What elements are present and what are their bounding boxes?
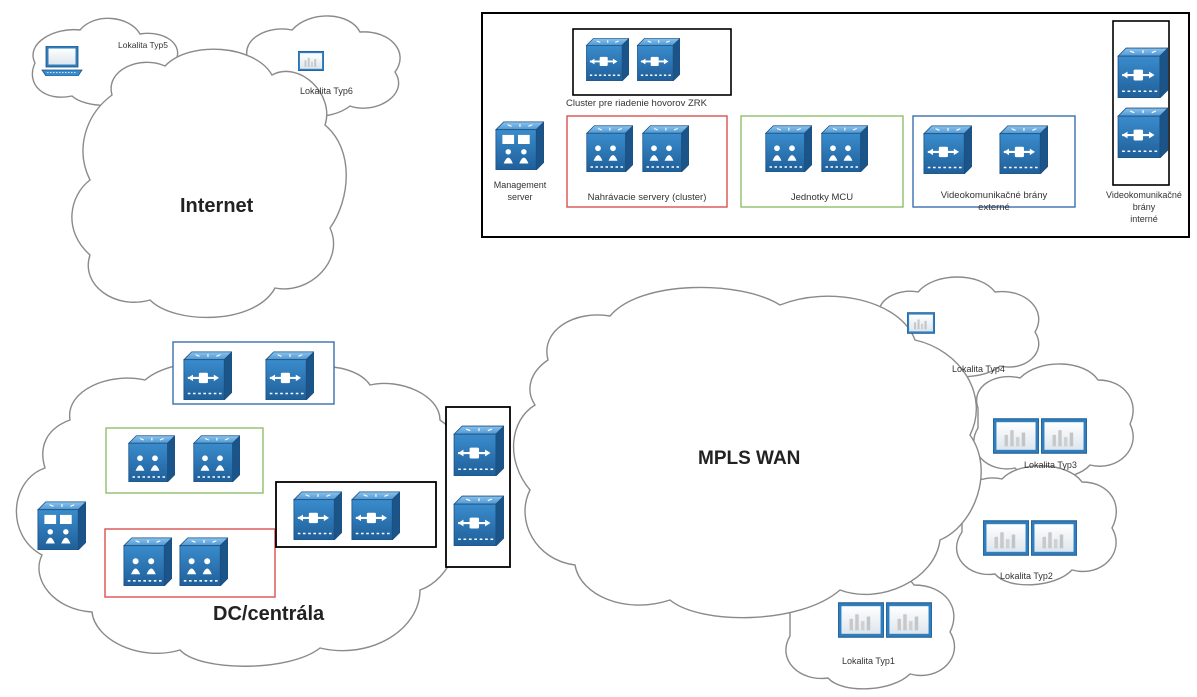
mpls-cloud-label: MPLS WAN <box>698 448 801 469</box>
cloud-mpls <box>512 286 982 619</box>
legend-label-int-gateway-3: interné <box>1130 214 1158 224</box>
endpoint-typ2-a <box>983 520 1029 556</box>
endpoint-typ2-b <box>1031 520 1077 556</box>
site-label-typ2: Lokalita Typ2 <box>1000 571 1053 581</box>
cluster-device-1 <box>586 38 629 81</box>
endpoint-typ3-a <box>993 418 1039 454</box>
legend-label-ext-gateway-2: externé <box>978 202 1010 213</box>
dc-management-server <box>38 502 86 550</box>
laptop-icon <box>41 46 83 76</box>
mcu-device-2 <box>822 126 868 172</box>
legend-label-int-gateway-2: brány <box>1132 202 1156 212</box>
legend-label-ext-gateway-1: Videokomunikačné brány <box>940 190 1048 201</box>
endpoint-typ4 <box>907 312 935 334</box>
legend-label-int-gateway-1: Videokomunikačné <box>1106 190 1182 200</box>
site-label-typ3: Lokalita Typ3 <box>1024 460 1077 470</box>
external-gateways-group <box>172 341 335 405</box>
call-cluster-group <box>275 481 437 548</box>
management-server-device <box>496 122 544 170</box>
endpoint-typ1-b <box>886 602 932 638</box>
legend-label-call-cluster: Cluster pre riadenie hovorov ZRK <box>566 98 707 109</box>
site-label-typ5: Lokalita Typ5 <box>118 40 168 50</box>
dc-cloud-label: DC/centrála <box>213 603 325 625</box>
site-label-typ1: Lokalita Typ1 <box>842 656 895 666</box>
legend-label-management-1: Management <box>493 180 547 190</box>
internal-gateways-group <box>445 406 511 568</box>
mcu-group <box>105 427 264 494</box>
legend-label-management-2: server <box>507 192 533 202</box>
mcu-device-1 <box>766 126 812 172</box>
endpoint-typ6 <box>298 50 324 72</box>
internet-cloud-label: Internet <box>180 195 254 217</box>
endpoint-typ3-b <box>1041 418 1087 454</box>
int-gateway-device-1 <box>1118 48 1168 98</box>
site-label-typ6: Lokalita Typ6 <box>300 86 353 96</box>
ext-gateway-device-1 <box>924 126 972 174</box>
recording-device-2 <box>643 126 689 172</box>
site-label-typ4: Lokalita Typ4 <box>952 364 1005 374</box>
endpoint-typ1-a <box>838 602 884 638</box>
cloud-internet <box>71 48 347 319</box>
recording-device-1 <box>587 126 633 172</box>
cluster-device-2 <box>637 38 680 81</box>
int-gateway-device-2 <box>1118 108 1168 158</box>
legend-label-mcu: Jednotky MCU <box>790 192 854 203</box>
recording-group <box>104 528 276 598</box>
ext-gateway-device-2 <box>1000 126 1048 174</box>
legend-label-recording: Nahrávacie servery (cluster) <box>587 192 707 203</box>
